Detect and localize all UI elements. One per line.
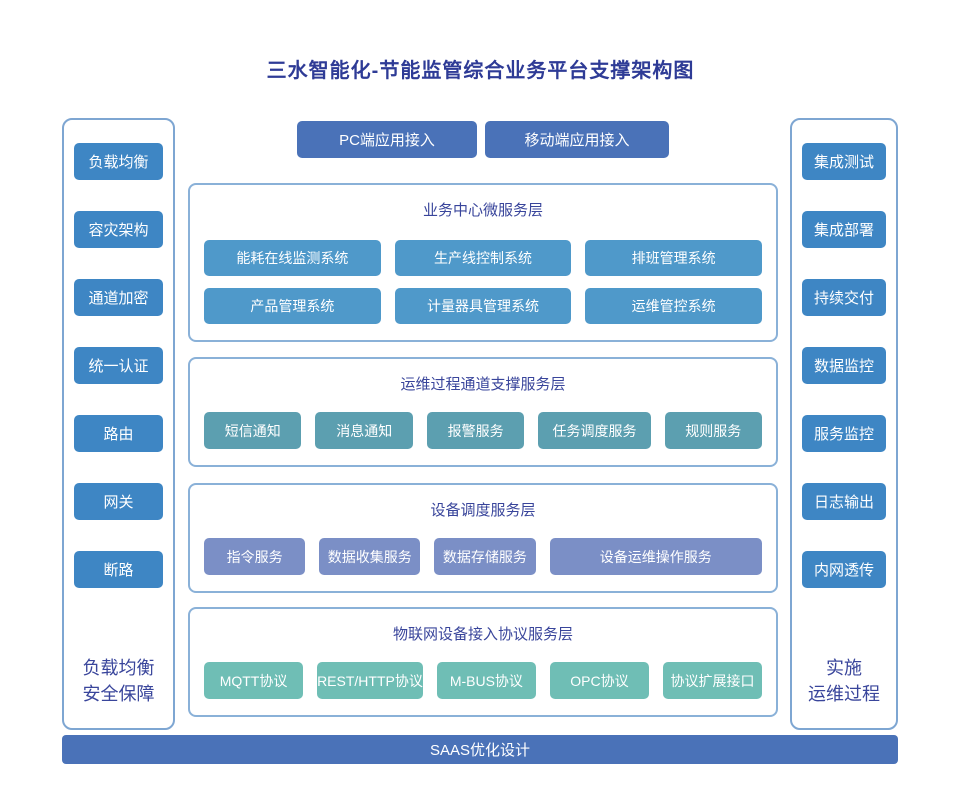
right-sidebar-footer: 实施 运维过程 xyxy=(808,655,880,707)
layer-title: 运维过程通道支撑服务层 xyxy=(400,376,566,393)
layer-business-microservices: 业务中心微服务层 能耗在线监测系统 生产线控制系统 排班管理系统 产品管理系统 … xyxy=(188,183,778,342)
service-ops-control: 运维管控系统 xyxy=(585,288,763,324)
left-sidebar-panel: 负载均衡 容灾架构 通道加密 统一认证 路由 网关 断路 负载均衡 安全保障 xyxy=(62,118,175,730)
sidebar-item-integration-test: 集成测试 xyxy=(802,143,886,180)
layer3-row: 指令服务 数据收集服务 数据存储服务 设备运维操作服务 xyxy=(204,538,762,575)
right-sidebar-panel: 集成测试 集成部署 持续交付 数据监控 服务监控 日志输出 内网透传 实施 运维… xyxy=(790,118,898,730)
left-footer-line2: 安全保障 xyxy=(82,684,155,704)
service-command: 指令服务 xyxy=(204,538,306,575)
layer-title: 设备调度服务层 xyxy=(430,502,536,519)
pc-access-button: PC端应用接入 xyxy=(297,121,477,158)
service-device-ops-operation: 设备运维操作服务 xyxy=(549,538,762,575)
sidebar-item-circuit-break: 断路 xyxy=(74,551,163,588)
saas-optimization-bar: SAAS优化设计 xyxy=(62,735,898,764)
protocol-mqtt: MQTT协议 xyxy=(204,662,304,699)
service-data-collection: 数据收集服务 xyxy=(319,538,421,575)
protocol-opc: OPC协议 xyxy=(549,662,649,699)
service-data-storage: 数据存储服务 xyxy=(434,538,536,575)
left-footer-line1: 负载均衡 xyxy=(82,658,155,678)
sidebar-item-channel-encryption: 通道加密 xyxy=(74,279,163,316)
service-product-management: 产品管理系统 xyxy=(204,288,381,324)
sidebar-item-integration-deploy: 集成部署 xyxy=(802,211,886,248)
sidebar-item-load-balancing: 负载均衡 xyxy=(74,143,163,180)
sidebar-item-continuous-delivery: 持续交付 xyxy=(802,279,886,316)
sidebar-item-disaster-recovery: 容灾架构 xyxy=(74,211,163,248)
sidebar-item-unified-auth: 统一认证 xyxy=(74,347,163,384)
protocol-mbus: M-BUS协议 xyxy=(436,662,536,699)
layer4-row: MQTT协议 REST/HTTP协议 M-BUS协议 OPC协议 协议扩展接口 xyxy=(204,662,763,699)
layer-ops-channel-support: 运维过程通道支撑服务层 短信通知 消息通知 报警服务 任务调度服务 规则服务 xyxy=(188,357,778,467)
sidebar-item-routing: 路由 xyxy=(74,415,163,452)
sidebar-item-gateway: 网关 xyxy=(74,483,163,520)
access-button-row: PC端应用接入 移动端应用接入 xyxy=(188,121,778,158)
layer-title: 业务中心微服务层 xyxy=(422,202,543,219)
left-sidebar-footer: 负载均衡 安全保障 xyxy=(83,655,155,707)
protocol-rest-http: REST/HTTP协议 xyxy=(317,662,423,699)
protocol-extension-interface: 协议扩展接口 xyxy=(662,662,763,699)
service-message-notification: 消息通知 xyxy=(315,412,413,449)
layer-iot-protocol-access: 物联网设备接入协议服务层 MQTT协议 REST/HTTP协议 M-BUS协议 … xyxy=(188,607,778,717)
right-footer-line2: 运维过程 xyxy=(808,684,880,704)
service-sms-notification: 短信通知 xyxy=(204,412,302,449)
layer1-row1: 能耗在线监测系统 生产线控制系统 排班管理系统 xyxy=(204,240,763,276)
page-title: 三水智能化-节能监管综合业务平台支撑架构图 xyxy=(266,60,695,82)
right-footer-line1: 实施 xyxy=(826,658,862,678)
service-metering-device-management: 计量器具管理系统 xyxy=(394,288,572,324)
service-production-line-control: 生产线控制系统 xyxy=(394,240,572,276)
layer-device-scheduling: 设备调度服务层 指令服务 数据收集服务 数据存储服务 设备运维操作服务 xyxy=(188,483,778,593)
service-alarm: 报警服务 xyxy=(426,412,525,449)
service-task-scheduling: 任务调度服务 xyxy=(538,412,651,449)
layer-title: 物联网设备接入协议服务层 xyxy=(392,626,573,643)
service-rules: 规则服务 xyxy=(664,412,762,449)
service-shift-management: 排班管理系统 xyxy=(585,240,763,276)
layer1-row2: 产品管理系统 计量器具管理系统 运维管控系统 xyxy=(204,288,763,324)
sidebar-item-intranet-passthrough: 内网透传 xyxy=(802,551,886,588)
sidebar-item-data-monitoring: 数据监控 xyxy=(802,347,886,384)
mobile-access-button: 移动端应用接入 xyxy=(485,121,669,158)
service-energy-monitoring: 能耗在线监测系统 xyxy=(204,240,381,276)
sidebar-item-log-output: 日志输出 xyxy=(802,483,886,520)
layer2-row: 短信通知 消息通知 报警服务 任务调度服务 规则服务 xyxy=(204,412,762,449)
sidebar-item-service-monitoring: 服务监控 xyxy=(802,415,886,452)
